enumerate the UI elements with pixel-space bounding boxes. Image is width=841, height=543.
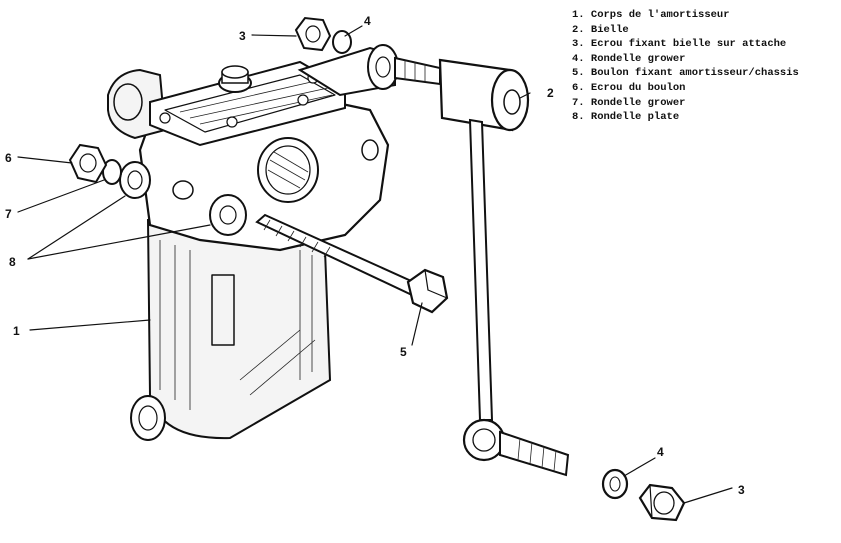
legend-item-5: 5. Boulon fixant amortisseur/chassis (572, 67, 799, 80)
callout-2: 2 (547, 86, 554, 100)
callout-3-upper: 3 (239, 29, 246, 43)
lower-grower-washer (601, 468, 629, 500)
callout-5: 5 (400, 345, 407, 359)
legend-item-2: 2. Bielle (572, 23, 629, 36)
lower-nut (638, 483, 686, 522)
legend-item-3: 3. Ecrou fixant bielle sur attache (572, 38, 787, 51)
parts-legend: 1. Corps de l'amortisseur 2. Bielle 3. E… (572, 8, 799, 125)
callout-3-lower: 3 (738, 483, 745, 497)
bolt (255, 213, 449, 314)
callout-8: 8 (9, 255, 16, 269)
leader-lines (17, 25, 733, 504)
callout-4-upper: 4 (364, 14, 371, 28)
callout-7: 7 (5, 207, 12, 221)
callout-4-lower: 4 (657, 445, 664, 459)
upper-grower-washer (332, 30, 352, 54)
link-rod (394, 56, 570, 477)
legend-item-7: 7. Rondelle grower (572, 96, 686, 109)
legend-item-4: 4. Rondelle grower (572, 52, 686, 65)
callout-6: 6 (5, 151, 12, 165)
legend-item-1: 1. Corps de l'amortisseur (572, 9, 730, 21)
shock-absorber-body (107, 44, 399, 441)
legend-item-8: 8. Rondelle plate (572, 111, 680, 124)
upper-nut (294, 16, 332, 52)
flat-washer (119, 161, 247, 236)
callout-1: 1 (13, 324, 20, 338)
bolt-nut (68, 143, 108, 184)
legend-item-6: 6. Ecrou du boulon (572, 81, 686, 94)
